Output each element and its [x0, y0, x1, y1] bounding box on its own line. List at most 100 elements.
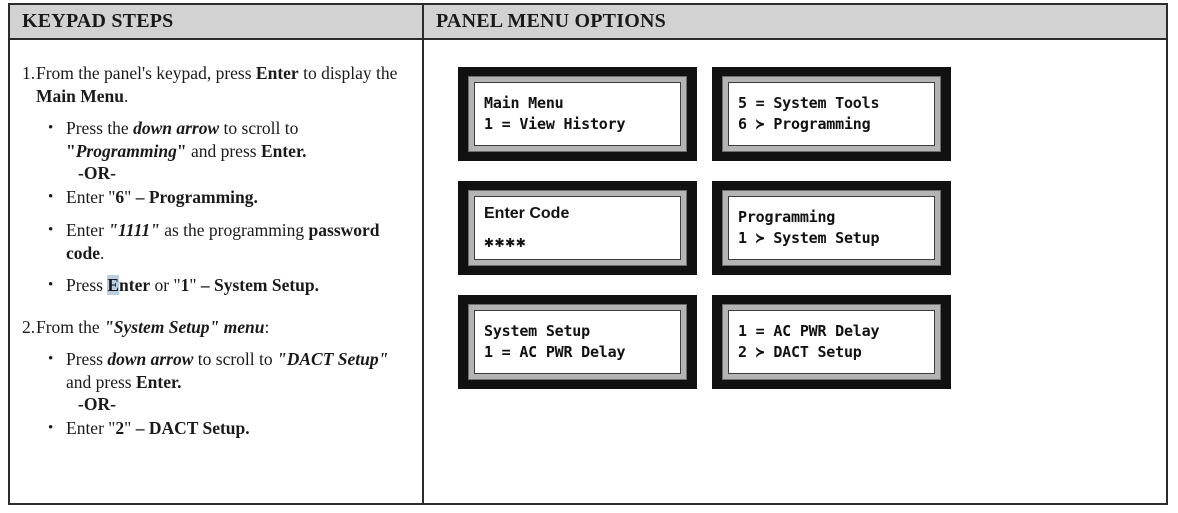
lcd-screen: 5 = System Tools 6 ≻ Programming: [728, 82, 935, 146]
text-run: DACT Setup.: [148, 418, 250, 439]
text-run: 1: [180, 274, 190, 295]
text-run: ": [124, 418, 136, 439]
step-body: From the panel's keypad, press Enter to …: [36, 62, 414, 306]
panel-menu-options-column: Main Menu 1 = View History 5 = System Tool…: [424, 40, 1166, 503]
lcd-line-2: 1 = View History: [484, 115, 626, 133]
steps-list: 1.From the panel's keypad, press Enter t…: [10, 40, 422, 449]
text-run: :: [264, 316, 270, 337]
lcd-panel-main-menu: Main Menu 1 = View History: [458, 67, 697, 161]
text-run: down arrow: [107, 348, 194, 369]
text-run: Programming: [75, 141, 177, 162]
bullet-text: Enter "2" – DACT Setup.: [66, 417, 414, 440]
bullet-dot-icon: •: [48, 276, 54, 293]
bullet-dot-icon: •: [48, 420, 54, 437]
bullet-text: Press the down arrow to scroll to "Progr…: [66, 117, 414, 163]
text-run: as the programming: [159, 219, 309, 240]
text-run: 6: [115, 187, 125, 208]
lcd-panel-programming-system-setup: Programming 1 ≻ System Setup: [712, 181, 951, 275]
text-run: .: [100, 242, 105, 263]
text-run: Enter: [66, 219, 109, 240]
text-run: Programming.: [148, 187, 258, 208]
bullet-dot-icon: •: [48, 189, 54, 206]
lcd-line-1: Main Menu: [484, 93, 564, 112]
lcd-line-2: 1 ≻ System Setup: [738, 229, 880, 247]
text-run: "DACT Setup": [277, 348, 389, 369]
lcd-panel-ac-pwr-dact-setup: 1 = AC PWR Delay 2 ≻ DACT Setup: [712, 295, 951, 389]
text-run: Enter.: [135, 372, 182, 393]
text-run: Enter ": [66, 187, 116, 208]
text-run: Main Menu: [36, 86, 124, 107]
bullet-text: Enter "1111" as the programming password…: [66, 219, 414, 265]
step-lead-text: From the panel's keypad, press Enter to …: [36, 62, 414, 108]
lcd-panel-row: Enter Code ✱✱✱✱ Programming 1 ≻ System Setu…: [458, 181, 978, 275]
column-header-keypad-steps: KEYPAD STEPS: [10, 5, 424, 38]
text-run: From the: [36, 316, 105, 337]
bullet-text: Enter "6" – Programming.: [66, 186, 414, 209]
text-run: to scroll to: [219, 118, 299, 139]
text-run: ": [176, 141, 187, 162]
lcd-line-1: System Setup: [484, 321, 590, 340]
table-body-row: 1.From the panel's keypad, press Enter t…: [10, 40, 1166, 503]
lcd-line-2: 6 ≻ Programming: [738, 115, 871, 133]
step-number: 2.: [22, 316, 36, 337]
step-body: From the "System Setup" menu: • Press down…: [36, 316, 414, 449]
text-run: ": [124, 187, 136, 208]
lcd-line-1: Programming: [738, 207, 836, 226]
bullet-dot-icon: •: [48, 221, 54, 238]
step-lead-text: From the "System Setup" menu:: [36, 316, 414, 339]
bullet-item: • Enter "1111" as the programming passwor…: [36, 219, 414, 265]
lcd-line-1: 1 = AC PWR Delay: [738, 321, 880, 340]
text-run: –: [135, 187, 149, 208]
step-number: 1.: [22, 63, 36, 83]
text-run: nter: [119, 274, 151, 295]
lcd-line-1: 5 = System Tools: [738, 93, 880, 112]
lcd-screen: 1 = AC PWR Delay 2 ≻ DACT Setup: [728, 310, 935, 374]
bullet-item: •Press down arrow to scroll to "DACT Set…: [36, 348, 414, 394]
bullet-item: • Enter "6" – Programming.: [36, 186, 414, 209]
lcd-panel-grid: Main Menu 1 = View History 5 = System Tool…: [458, 67, 978, 409]
text-run: or ": [150, 274, 181, 295]
text-run: to scroll to: [193, 348, 278, 369]
text-run: Enter ": [66, 418, 116, 439]
lcd-bezel: 5 = System Tools 6 ≻ Programming: [722, 76, 941, 152]
lcd-screen: Programming 1 ≻ System Setup: [728, 196, 935, 260]
text-run: down arrow: [133, 118, 220, 139]
bullet-list: • Press down arrow to scroll to "DACT Set…: [36, 348, 414, 440]
text-run: to display the: [298, 63, 398, 83]
text-run: 2: [115, 418, 125, 439]
lcd-line-2: 2 ≻ DACT Setup: [738, 343, 862, 361]
text-run: From the panel's keypad, press: [36, 63, 256, 83]
keypad-steps-table: KEYPAD STEPS PANEL MENU OPTIONS 1.From t…: [8, 3, 1168, 505]
text-run: ": [66, 141, 76, 162]
text-run: Press the: [66, 118, 134, 139]
bullet-item: • Press the down arrow to scroll to "Prog…: [36, 117, 414, 163]
lcd-panel-system-tools-programming: 5 = System Tools 6 ≻ Programming: [712, 67, 951, 161]
table-header-row: KEYPAD STEPS PANEL MENU OPTIONS: [10, 5, 1166, 40]
lcd-line-1: Enter Code: [484, 205, 570, 222]
text-run: System Setup.: [214, 274, 320, 295]
lcd-bezel: Enter Code ✱✱✱✱: [468, 190, 687, 266]
bullet-dot-icon: •: [48, 120, 54, 137]
text-run: "System Setup" menu: [104, 316, 265, 337]
bullet-item: • Press Enter or "1" – System Setup.: [36, 274, 414, 297]
lcd-line-2: ✱✱✱✱: [484, 232, 527, 251]
or-separator: -OR-: [78, 394, 116, 415]
keypad-steps-column: 1.From the panel's keypad, press Enter t…: [10, 40, 424, 503]
lcd-bezel: Programming 1 ≻ System Setup: [722, 190, 941, 266]
bullet-text: Press down arrow to scroll to "DACT Setu…: [66, 348, 414, 394]
text-run: –: [200, 274, 215, 295]
bullet-item: • Enter "2" – DACT Setup.: [36, 417, 414, 440]
bullet-text: Press Enter or "1" – System Setup.: [66, 274, 414, 297]
lcd-panel-enter-code: Enter Code ✱✱✱✱: [458, 181, 697, 275]
text-run: E: [107, 274, 120, 295]
text-run: Enter: [255, 63, 299, 83]
text-run: –: [135, 418, 149, 439]
text-run: Press: [66, 274, 108, 295]
lcd-bezel: 1 = AC PWR Delay 2 ≻ DACT Setup: [722, 304, 941, 380]
lcd-bezel: Main Menu 1 = View History: [468, 76, 687, 152]
bullet-list: •Press the down arrow to scroll to "Prog…: [36, 117, 414, 297]
text-run: password code: [66, 219, 380, 263]
